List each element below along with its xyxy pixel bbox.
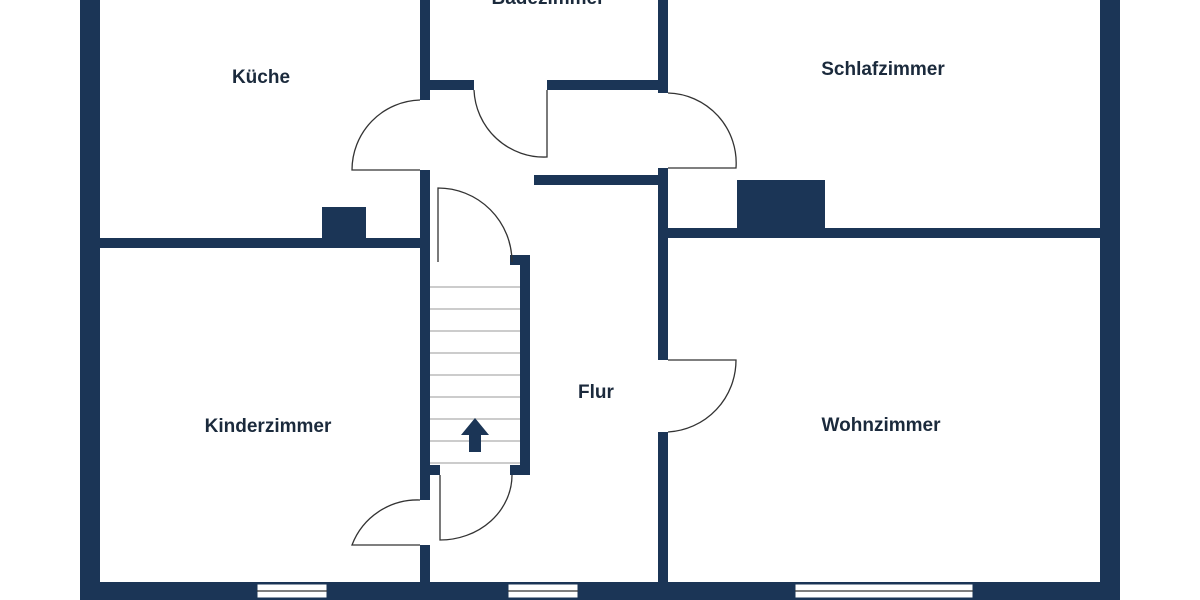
room-label-living-room: Wohnzimmer [822, 415, 942, 436]
room-label-bathroom: Badezimmer [492, 0, 606, 9]
chimney-bedroom [737, 180, 825, 228]
wall-stairs-bottom-a [430, 465, 440, 475]
wall-left-outer [80, 0, 100, 600]
room-label-childrens-room: Kinderzimmer [205, 416, 332, 437]
door-stairs-bottom [439, 474, 513, 541]
door-stairs-top [437, 187, 513, 263]
door-living-room [667, 359, 737, 433]
door-childrens-room [351, 499, 421, 546]
room-label-kitchen: Küche [232, 67, 290, 88]
walls [80, 0, 1120, 600]
door-kitchen [351, 99, 421, 171]
doors [351, 89, 737, 546]
chimney-kitchen [322, 207, 366, 238]
wall-hall-right-lower [658, 432, 668, 582]
wall-bath-bottom-b [547, 80, 668, 90]
wall-hall-left [420, 170, 430, 500]
room-label-bedroom: Schlafzimmer [821, 59, 945, 80]
wall-bath-bottom-a [430, 80, 474, 90]
wall-hall-left-lower [420, 545, 430, 582]
wall-hall-right [658, 168, 668, 360]
wall-stairs-bottom-b [510, 465, 530, 475]
wall-stairs-top [510, 255, 530, 265]
wall-bath-left [420, 0, 430, 100]
wall-right-outer [1100, 0, 1120, 600]
wall-bedroom-living [668, 228, 1100, 238]
door-bedroom [667, 92, 737, 169]
wall-stairs-right [520, 255, 530, 475]
door-bathroom [473, 89, 548, 158]
windows [256, 583, 974, 599]
wall-bath-right [658, 0, 668, 93]
wall-hall-mid [534, 175, 668, 185]
room-label-hallway: Flur [578, 382, 614, 403]
wall-kitchen-children [100, 238, 420, 248]
arrow-up-icon [461, 418, 489, 452]
